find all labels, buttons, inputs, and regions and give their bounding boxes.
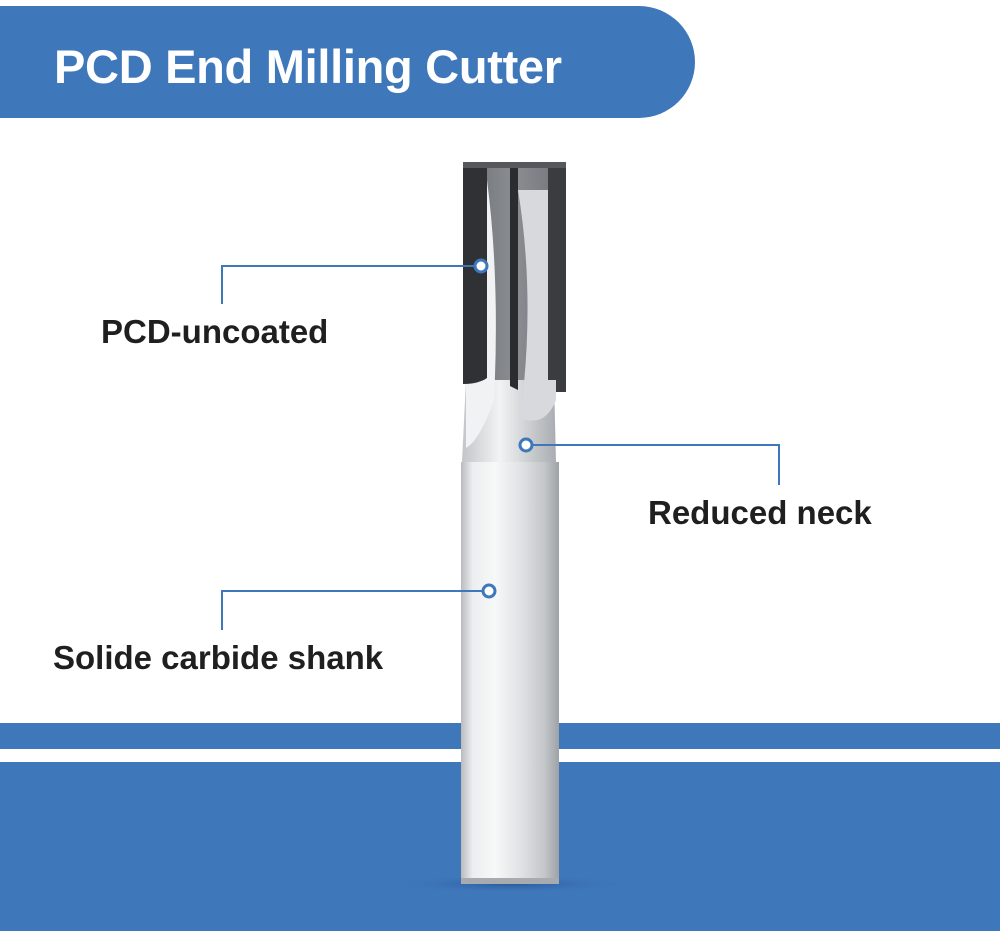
callout-dot-pcd: [473, 258, 489, 274]
callout-label-pcd-uncoated: PCD-uncoated: [101, 313, 329, 350]
carbide-shank: [461, 462, 559, 884]
title-banner: PCD End Milling Cutter: [0, 6, 695, 118]
flute-right: [518, 190, 556, 421]
pcd-insert-right: [548, 166, 566, 392]
flute-left: [466, 180, 496, 448]
callout-label-reduced-neck: Reduced neck: [648, 494, 872, 531]
pcd-insert-left: [463, 166, 487, 384]
callout-label-carbide-shank: Solide carbide shank: [53, 639, 384, 676]
callout-line-neck: [526, 444, 780, 485]
callout-dot-neck: [518, 437, 534, 453]
shank-end: [461, 878, 559, 884]
callout-dot-shank: [481, 583, 497, 599]
page-title: PCD End Milling Cutter: [54, 40, 562, 93]
pcd-insert-center: [510, 166, 518, 390]
callout-line-pcd: [221, 265, 481, 304]
callout-line-shank: [221, 590, 489, 630]
cutter-top-edge: [463, 162, 566, 168]
